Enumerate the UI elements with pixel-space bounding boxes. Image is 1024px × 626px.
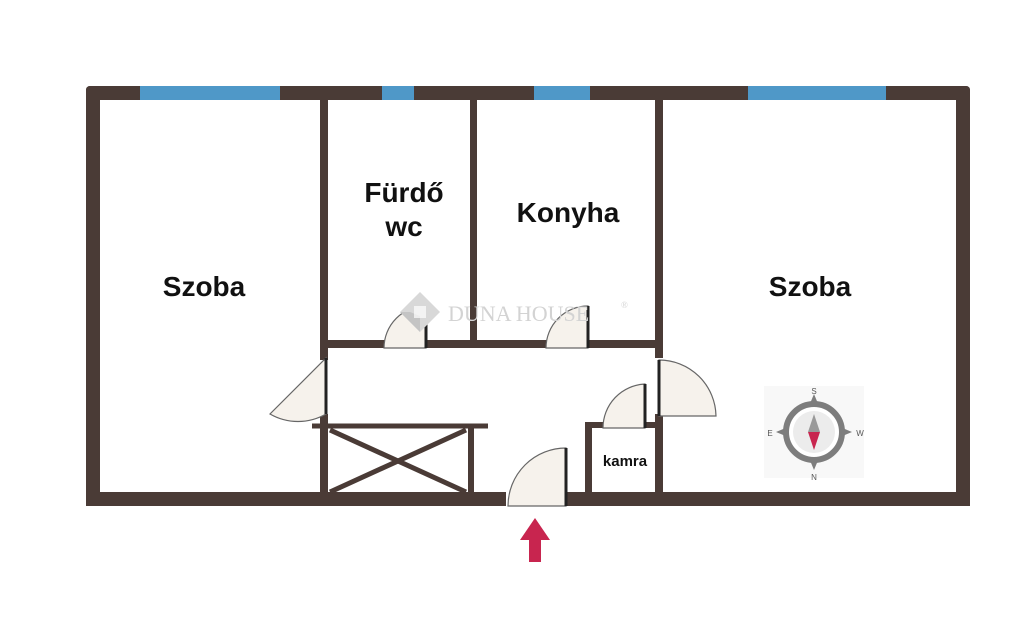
outer-wall-right	[956, 86, 970, 506]
room-label-wc: wc	[384, 211, 422, 242]
wall-wardrobe-right	[468, 428, 474, 494]
compass-icon: S N E W	[764, 386, 864, 482]
wall-hall-top	[320, 340, 663, 348]
window	[748, 86, 886, 100]
wall-right-room-lower	[655, 414, 663, 494]
window	[382, 86, 414, 100]
duna-house-watermark: DUNA HOUSE ®	[400, 292, 628, 332]
wall-left-room-right	[320, 100, 328, 360]
compass-right-letter: W	[856, 429, 864, 438]
outer-wall-left	[86, 86, 100, 506]
wardrobe	[312, 423, 488, 495]
room-label-bathroom: Fürdő	[364, 177, 443, 208]
window	[140, 86, 280, 100]
wall-pantry-top	[585, 422, 603, 428]
wall-pantry-left	[585, 422, 592, 494]
room-label-left: Szoba	[163, 271, 246, 302]
wall-left-room-lower	[320, 414, 328, 494]
outer-wall-bottom-right	[566, 492, 970, 506]
doors	[269, 305, 717, 507]
room-label-right: Szoba	[769, 271, 852, 302]
compass-bottom-letter: N	[811, 473, 817, 482]
compass-left-letter: E	[767, 429, 772, 438]
door-entrance	[507, 447, 567, 507]
room-label-kitchen: Konyha	[517, 197, 620, 228]
door-pantry	[602, 383, 646, 429]
wall-pantry-top-right	[645, 422, 659, 428]
entrance-arrow-icon	[520, 518, 550, 562]
compass-top-letter: S	[811, 387, 816, 396]
wall-kitchen-right	[655, 100, 663, 358]
watermark-text: DUNA HOUSE	[448, 301, 589, 326]
interior-walls	[320, 100, 663, 494]
outer-wall-bottom-left	[86, 492, 506, 506]
room-label-pantry: kamra	[603, 453, 648, 470]
windows	[140, 86, 886, 100]
door-right-room	[658, 359, 717, 417]
watermark-registered: ®	[621, 300, 628, 310]
duna-house-logo-icon	[400, 292, 440, 332]
wall-bath-kitchen	[470, 100, 477, 342]
door-left-room	[269, 356, 327, 423]
window	[534, 86, 590, 100]
